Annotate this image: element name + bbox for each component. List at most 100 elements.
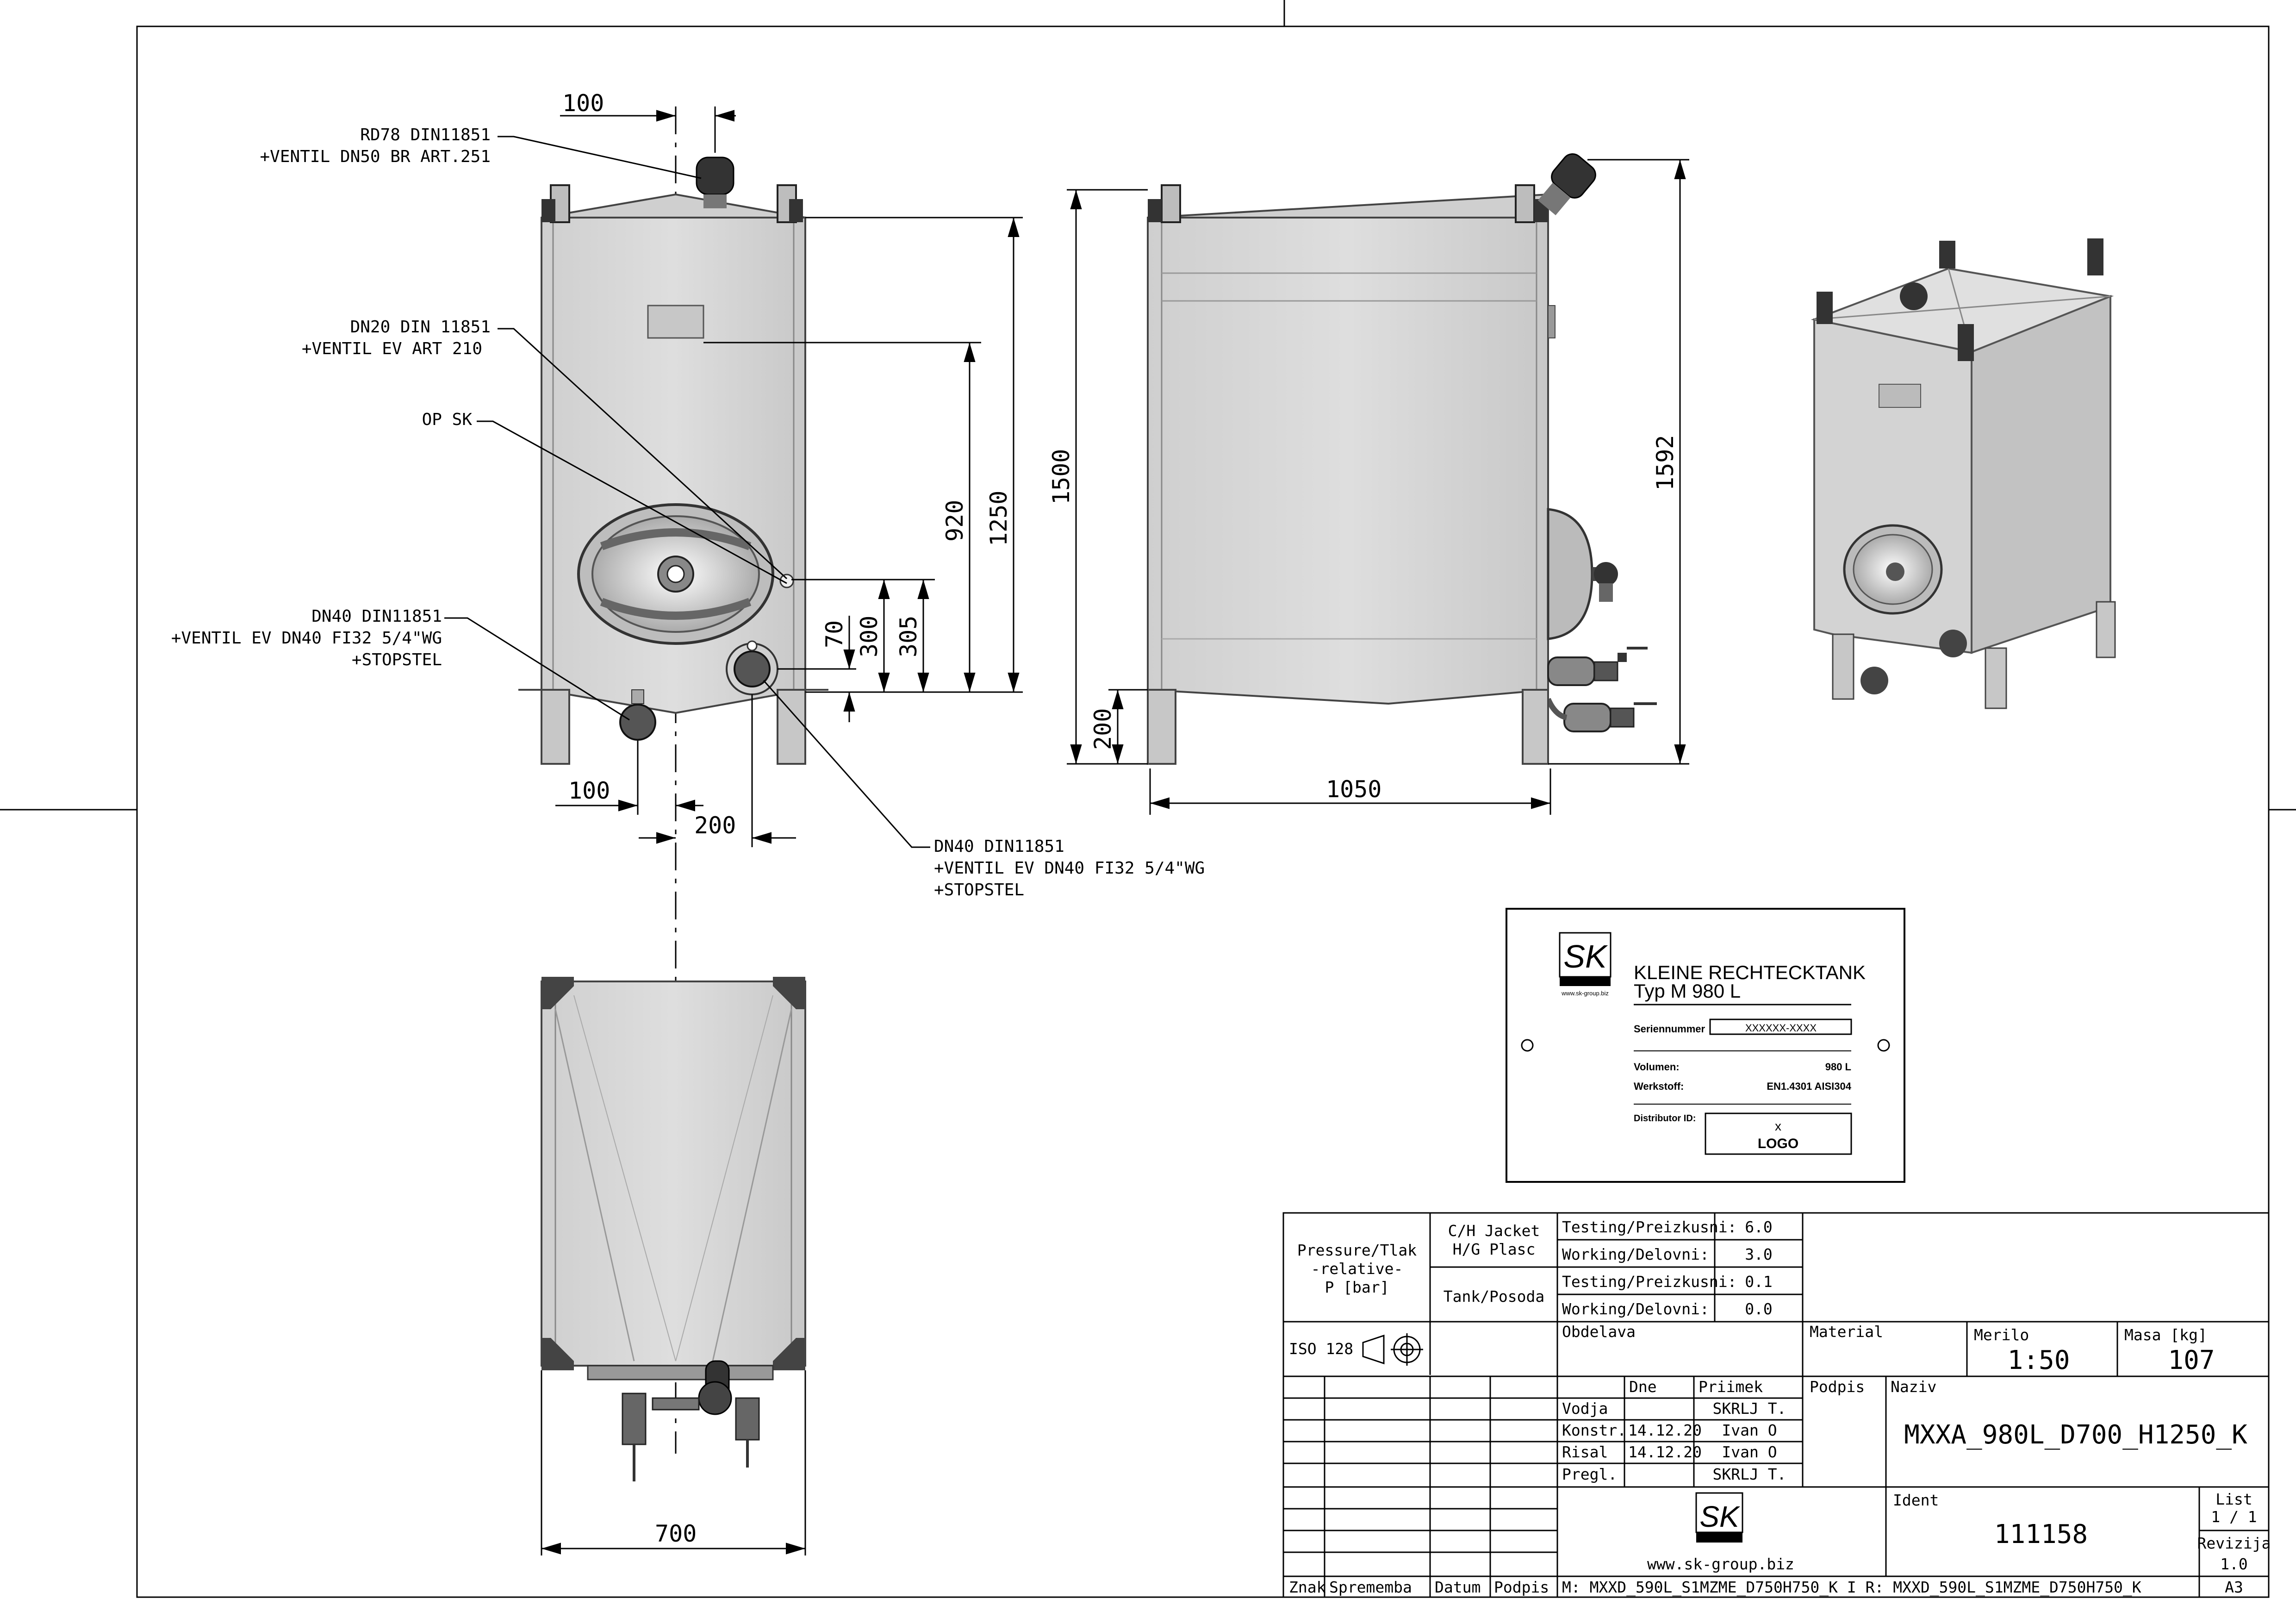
tb-work1: Working/Delovni:	[1562, 1245, 1709, 1263]
callout-leaders	[444, 136, 930, 848]
dim-920: 920	[941, 500, 968, 542]
callout-dn20-line2: +VENTIL EV ART 210	[302, 339, 482, 358]
dim-300: 300	[856, 616, 883, 657]
tb-risal: Risal	[1562, 1443, 1608, 1461]
tb-dne: Dne	[1629, 1378, 1657, 1396]
tb-znak: Znak	[1289, 1578, 1326, 1596]
tb-obdelava: Obdelava	[1562, 1323, 1636, 1341]
nameplate: SK GROUP www.sk-group.biz KLEINE RECHTEC…	[1506, 908, 1905, 1183]
isometric-view	[1811, 238, 2116, 709]
title-block-texts: Pressure/Tlak -relative- P [bar] C/H Jac…	[1289, 1218, 2271, 1597]
callout-op: OP SK	[422, 410, 473, 429]
tb-jacket-l2: H/G Plasc	[1453, 1240, 1536, 1258]
tb-datum: Datum	[1435, 1578, 1481, 1596]
nameplate-title-line2: Typ M 980 L	[1634, 980, 1741, 1002]
tb-list: List	[2215, 1490, 2252, 1508]
callout-dn40b-line3: +STOPSTEL	[934, 881, 1024, 899]
tb-podpis2: Podpis	[1494, 1578, 1549, 1596]
side-view-dimension-texts: 1500 200 1592 1050	[1048, 435, 1679, 803]
tb-naziv: Naziv	[1891, 1378, 1936, 1396]
tb-test1: Testing/Preizkusni:	[1562, 1218, 1737, 1236]
tb-masa: Masa [kg]	[2124, 1326, 2207, 1344]
nameplate-logo-url: www.sk-group.biz	[1561, 990, 1609, 997]
dim-1250: 1250	[985, 491, 1012, 546]
tb-masa-val: 107	[2168, 1345, 2215, 1375]
tb-logo: SK GROUP	[1695, 1492, 1743, 1543]
tb-list-val: 1 / 1	[2211, 1508, 2257, 1526]
tb-pregl-name: SKRLJ T.	[1713, 1465, 1786, 1483]
top-view-dimensions	[541, 1370, 806, 1555]
dim-200-bottom: 200	[694, 812, 736, 839]
tb-test2: Testing/Preizkusni:	[1562, 1273, 1737, 1291]
callout-texts: RD78 DIN11851 +VENTIL DN50 BR ART.251 DN…	[171, 125, 1205, 899]
tb-priimek: Priimek	[1699, 1378, 1763, 1396]
nameplate-logo-group: GROUP	[1572, 979, 1598, 987]
tb-naziv-val: MXXA_980L_D700_H1250_K	[1904, 1420, 2247, 1450]
dim-700: 700	[655, 1520, 697, 1547]
tb-ident-val: 111158	[1994, 1519, 2088, 1549]
tb-pressure-l1: Pressure/Tlak	[1297, 1241, 1417, 1259]
tb-konstr-name: Ivan O	[1722, 1421, 1777, 1439]
callout-dn40b-line2: +VENTIL EV DN40 FI32 5/4"WG	[934, 859, 1205, 878]
nameplate-distributor-x: x	[1775, 1119, 1781, 1133]
tb-revizija-val: 1.0	[2220, 1555, 2248, 1573]
title-block-lines	[1282, 1212, 2270, 1598]
front-view	[518, 106, 828, 1454]
nameplate-serial-value: XXXXXX-XXXX	[1745, 1022, 1817, 1034]
tb-ref: M: MXXD_590L_S1MZME_D750H750_K I R: MXXD…	[1562, 1578, 2141, 1597]
tb-sprememba: Sprememba	[1329, 1578, 1412, 1596]
callout-dn40a-line1: DN40 DIN11851	[311, 607, 442, 626]
projection-symbol-icon	[1362, 1333, 1423, 1366]
callout-dn40a-line3: +STOPSTEL	[352, 650, 442, 669]
dim-100-top: 100	[562, 90, 604, 117]
front-view-dimension-texts: 100 100 200 1250 920 305 300 70	[562, 90, 1012, 839]
tb-konstr-date: 14.12.20	[1628, 1421, 1702, 1439]
top-view	[541, 977, 806, 1481]
tb-test2-val: 0.1	[1745, 1273, 1773, 1291]
tb-jacket-l1: C/H Jacket	[1448, 1222, 1540, 1240]
callout-rd78-line2: +VENTIL DN50 BR ART.251	[260, 147, 491, 166]
dim-200-leg: 200	[1089, 708, 1116, 750]
nameplate-logo-letters: SK	[1563, 938, 1608, 974]
tb-logo-url: www.sk-group.biz	[1647, 1555, 1794, 1573]
nameplate-volume-label: Volumen:	[1634, 1061, 1680, 1073]
nameplate-material-value: EN1.4301 AISI304	[1767, 1081, 1851, 1092]
nameplate-volume-value: 980 L	[1825, 1061, 1851, 1073]
dim-305: 305	[895, 616, 922, 657]
tb-format: A3	[2225, 1578, 2243, 1596]
dim-1050: 1050	[1326, 776, 1381, 803]
tb-tank: Tank/Posoda	[1444, 1287, 1545, 1305]
svg-text:SK: SK	[1699, 1500, 1741, 1533]
tb-material: Material	[1810, 1323, 1883, 1341]
svg-text:GROUP: GROUP	[1706, 1535, 1733, 1543]
tb-revizija: Revizija	[2197, 1534, 2271, 1552]
dim-1500: 1500	[1048, 449, 1075, 505]
tb-konstr: Konstr.	[1562, 1421, 1626, 1439]
tb-risal-date: 14.12.20	[1628, 1443, 1702, 1461]
dim-70: 70	[821, 620, 848, 648]
callout-dn40a-line2: +VENTIL EV DN40 FI32 5/4"WG	[171, 629, 442, 648]
dim-100-bottom: 100	[568, 777, 610, 804]
nameplate-material-label: Werkstoff:	[1634, 1081, 1684, 1092]
tb-test1-val: 6.0	[1745, 1218, 1773, 1236]
nameplate-serial-label: Seriennummer	[1634, 1023, 1705, 1035]
tb-ident: Ident	[1893, 1491, 1939, 1509]
tb-iso: ISO 128	[1289, 1340, 1353, 1358]
tb-podpis: Podpis	[1810, 1378, 1865, 1396]
tb-merilo: Merilo	[1974, 1326, 2029, 1344]
tb-work1-val: 3.0	[1745, 1245, 1773, 1263]
tb-vodja-name: SKRLJ T.	[1713, 1399, 1786, 1418]
nameplate-title-line1: KLEINE RECHTECKTANK	[1634, 962, 1866, 983]
front-view-dimensions	[555, 106, 1023, 847]
tb-pregl: Pregl.	[1562, 1465, 1617, 1483]
tb-pressure-l2: -relative-	[1311, 1260, 1403, 1278]
nameplate-distributor-logo: LOGO	[1758, 1136, 1798, 1151]
tb-vodja: Vodja	[1562, 1399, 1608, 1418]
callout-rd78-line1: RD78 DIN11851	[360, 125, 491, 144]
side-view	[1147, 153, 1657, 765]
side-view-dimensions	[1067, 159, 1689, 815]
tb-risal-name: Ivan O	[1722, 1443, 1777, 1461]
callout-dn20-line1: DN20 DIN 11851	[350, 318, 491, 337]
